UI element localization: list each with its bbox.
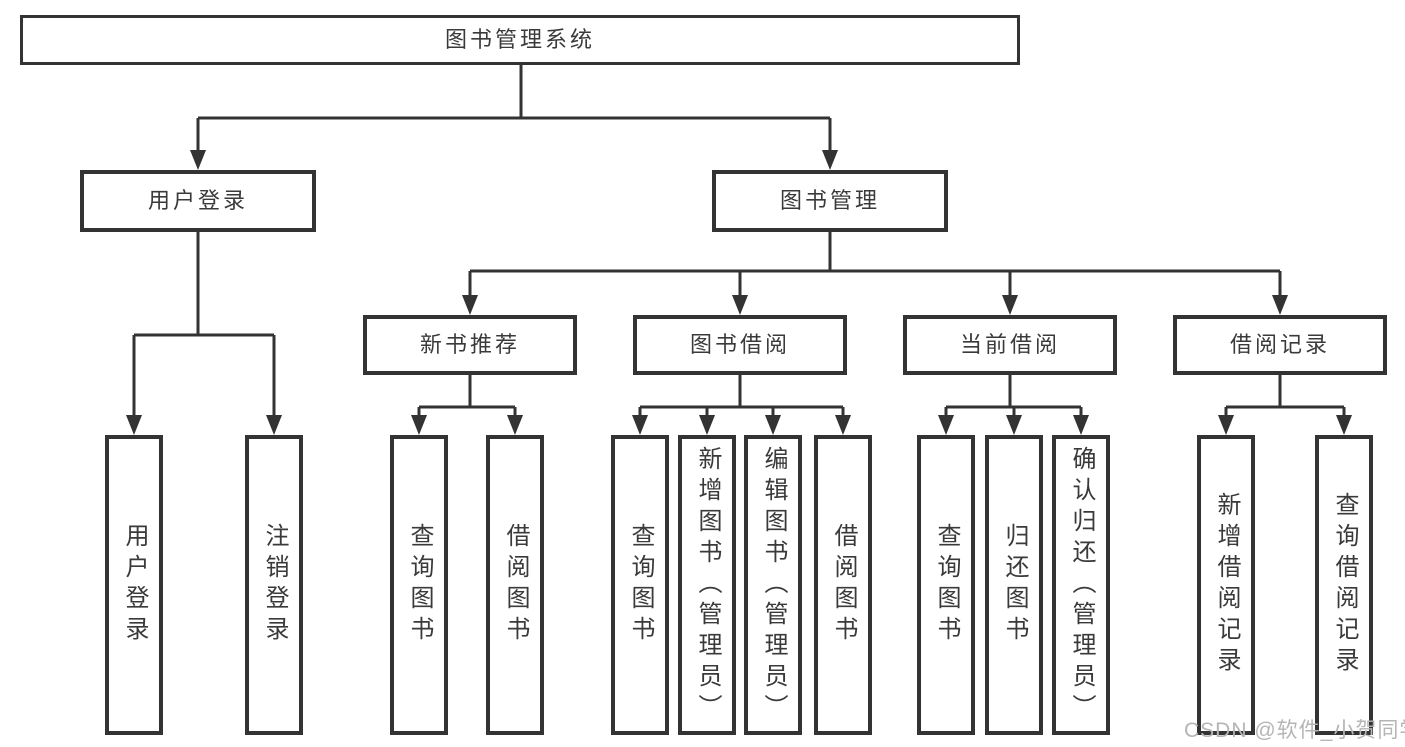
leaf-query-books-borrow: 查询图书	[611, 435, 669, 735]
leaf-add-borrow-record: 新增借阅记录	[1197, 435, 1255, 735]
arrowhead	[507, 415, 523, 435]
node-book-borrow: 图书借阅	[633, 315, 847, 375]
arrowhead	[765, 415, 781, 435]
arrowhead	[938, 415, 954, 435]
arrowhead	[190, 150, 206, 170]
arrowhead	[1006, 415, 1022, 435]
connector-user-login-branch	[132, 232, 276, 417]
watermark: CSDN @软件_小贺同学	[1184, 719, 1405, 742]
arrowhead	[835, 415, 851, 435]
connector-borrow-records-branch	[1224, 375, 1346, 419]
leaf-edit-book-admin: 编辑图书（管理员）	[744, 435, 802, 735]
leaf-borrow-books-recommend: 借阅图书	[486, 435, 544, 735]
node-current-borrow: 当前借阅	[903, 315, 1117, 375]
arrowhead	[822, 150, 838, 170]
arrowhead	[632, 415, 648, 435]
arrowhead	[462, 295, 478, 315]
leaf-return-books: 归还图书	[985, 435, 1043, 735]
arrowhead	[1002, 295, 1018, 315]
arrowhead	[1218, 415, 1234, 435]
leaf-query-books-recommend: 查询图书	[390, 435, 448, 735]
node-user-login: 用户登录	[80, 170, 316, 232]
leaf-user-login: 用户登录	[105, 435, 163, 735]
connector-new-book-recommend-branch	[417, 375, 517, 419]
arrowhead	[411, 415, 427, 435]
leaf-query-borrow-record: 查询借阅记录	[1315, 435, 1373, 735]
arrowhead	[266, 415, 282, 435]
leaf-borrow-books: 借阅图书	[814, 435, 872, 735]
node-new-book-recommend: 新书推荐	[363, 315, 577, 375]
connector-root-to-level2	[196, 65, 832, 152]
node-library-management-system: 图书管理系统	[20, 15, 1020, 65]
arrowhead	[732, 295, 748, 315]
leaf-query-books-current: 查询图书	[917, 435, 975, 735]
arrowhead	[699, 415, 715, 435]
arrowhead	[1073, 415, 1089, 435]
leaf-logout: 注销登录	[245, 435, 303, 735]
leaf-add-book-admin: 新增图书（管理员）	[678, 435, 736, 735]
node-borrow-records: 借阅记录	[1173, 315, 1387, 375]
node-book-management: 图书管理	[712, 170, 948, 232]
connector-current-borrow-branch	[944, 375, 1083, 419]
arrowhead	[1336, 415, 1352, 435]
arrowhead	[126, 415, 142, 435]
connector-book-borrow-branch	[638, 375, 845, 419]
leaf-confirm-return-admin: 确认归还（管理员）	[1052, 435, 1110, 735]
arrowhead	[1272, 295, 1288, 315]
connector-book-management-branch	[468, 232, 1282, 299]
